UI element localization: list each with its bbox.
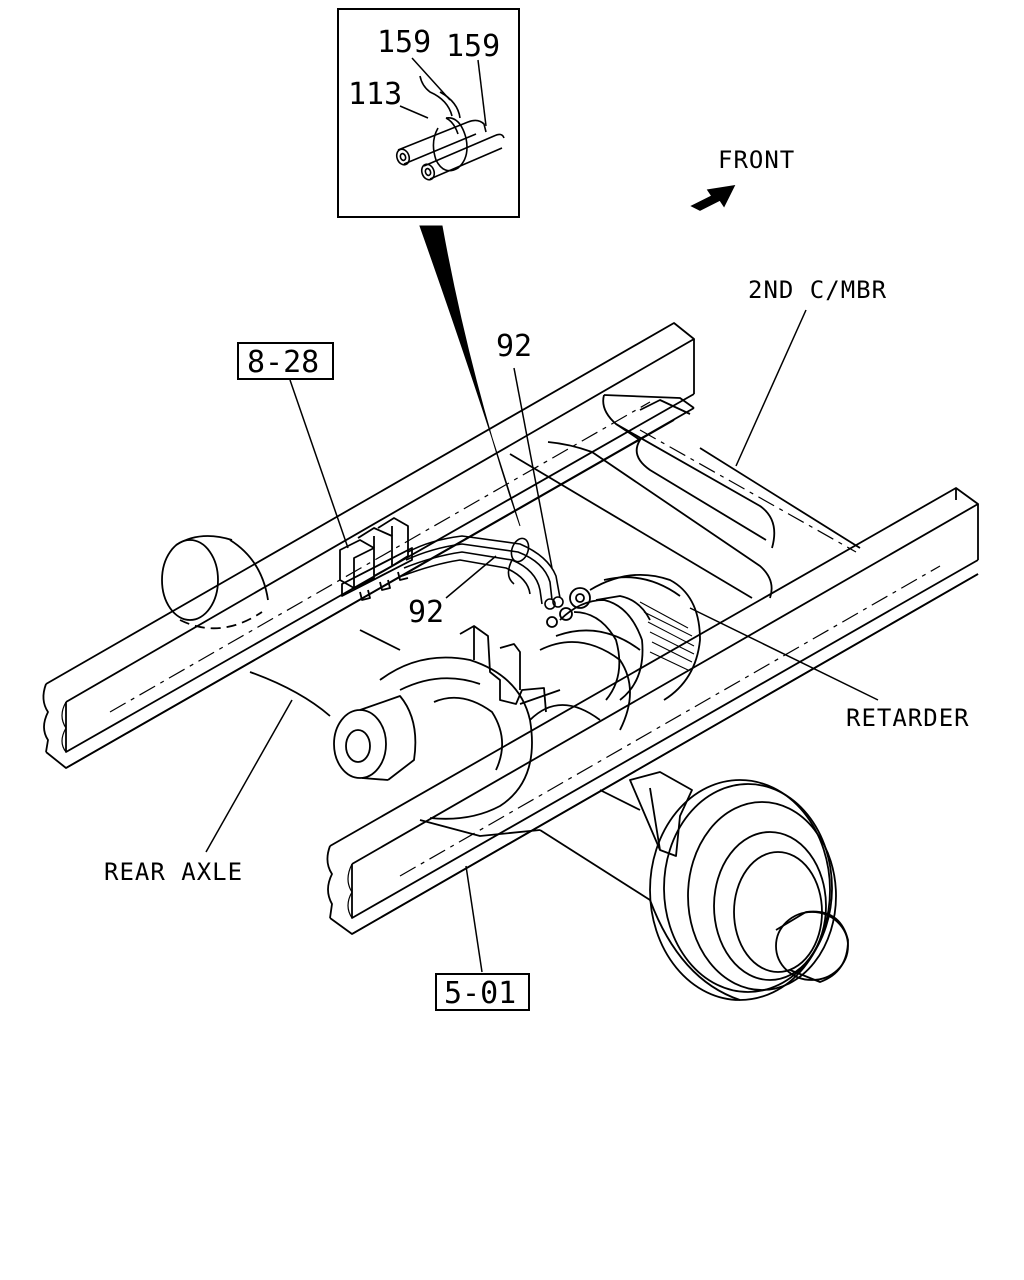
callout-hose-a: 159: [377, 25, 431, 60]
ref-box-valve: [237, 342, 334, 380]
rear-axle-housing: [249, 625, 651, 901]
ref-frame[interactable]: 5-01: [444, 976, 516, 1011]
right-side-rail: [326, 487, 979, 935]
retarder-unit: [546, 573, 701, 701]
front-label: FRONT: [718, 146, 795, 174]
callout-hose-b: 159: [446, 29, 500, 64]
left-wheel-hub: [161, 535, 269, 630]
detail-pointer: [419, 225, 521, 527]
ref-box-frame: [435, 973, 530, 1011]
callout-clip: 113: [348, 77, 402, 112]
inset-leaders: [399, 57, 487, 127]
inset-hoses: [395, 75, 505, 181]
callout-pipe-lower: 92: [408, 595, 444, 630]
chassis-drawing: [42, 309, 979, 1001]
front-arrow-icon: [690, 185, 736, 211]
cross-member: [509, 394, 861, 599]
ref-valve[interactable]: 8-28: [247, 345, 319, 380]
valve-block: [339, 517, 413, 601]
label-cross-member: 2ND C/MBR: [748, 276, 887, 304]
inset-frame: [337, 8, 520, 218]
inset-detail: [337, 8, 520, 218]
label-retarder: RETARDER: [846, 704, 970, 732]
right-wheel-hub: [629, 771, 849, 1001]
label-rear-axle: REAR AXLE: [104, 858, 243, 886]
left-side-rail: [42, 322, 695, 769]
callout-pipe-upper: 92: [496, 329, 532, 364]
leader-lines: [205, 309, 879, 973]
